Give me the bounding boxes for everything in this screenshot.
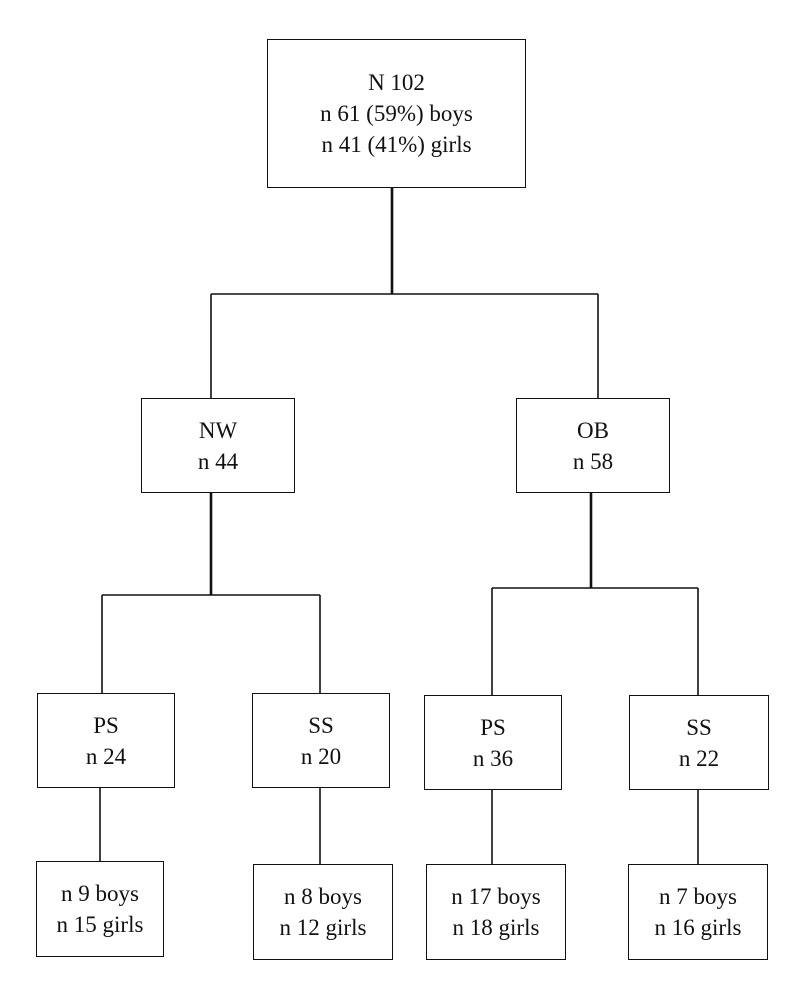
nw-ss-sex-box: n 8 boys n 12 girls: [253, 864, 393, 960]
ob-group-box: OB n 58: [516, 398, 670, 493]
ob-label: OB: [577, 417, 609, 443]
ob-ss-sex-box: n 7 boys n 16 girls: [628, 864, 768, 960]
nw-ps-girls: n 15 girls: [56, 912, 144, 937]
root-boys: n 61 (59%) boys: [320, 101, 473, 126]
nw-label: NW: [198, 417, 238, 443]
ob-count: n 58: [572, 448, 614, 474]
ob-ss-girls: n 16 girls: [654, 915, 742, 940]
root-total: N 102: [368, 70, 425, 95]
nw-ss-box: SS n 20: [252, 693, 390, 788]
ob-ss-label: SS: [686, 714, 712, 740]
ob-ps-sex-box: n 17 boys n 18 girls: [426, 864, 566, 960]
ob-ss-boys: n 7 boys: [659, 884, 737, 909]
ob-ps-box: PS n 36: [424, 695, 562, 790]
ob-ps-count: n 36: [472, 745, 514, 771]
nw-ss-label: SS: [308, 712, 334, 738]
nw-count: n 44: [197, 448, 239, 474]
nw-group-box: NW n 44: [141, 398, 295, 493]
ob-ss-count: n 22: [678, 745, 720, 771]
nw-ps-box: PS n 24: [37, 693, 175, 788]
nw-ps-boys: n 9 boys: [61, 881, 139, 906]
nw-ps-sex-box: n 9 boys n 15 girls: [36, 861, 164, 957]
root-box: N 102 n 61 (59%) boys n 41 (41%) girls: [267, 39, 526, 188]
ob-ps-label: PS: [480, 714, 506, 740]
nw-ss-count: n 20: [300, 743, 342, 769]
ob-ss-box: SS n 22: [629, 695, 769, 790]
nw-ps-label: PS: [93, 712, 119, 738]
nw-ss-girls: n 12 girls: [279, 915, 367, 940]
root-girls: n 41 (41%) girls: [321, 132, 472, 157]
nw-ps-count: n 24: [85, 743, 127, 769]
ob-ps-boys: n 17 boys: [451, 884, 541, 909]
ob-ps-girls: n 18 girls: [452, 915, 540, 940]
nw-ss-boys: n 8 boys: [284, 884, 362, 909]
